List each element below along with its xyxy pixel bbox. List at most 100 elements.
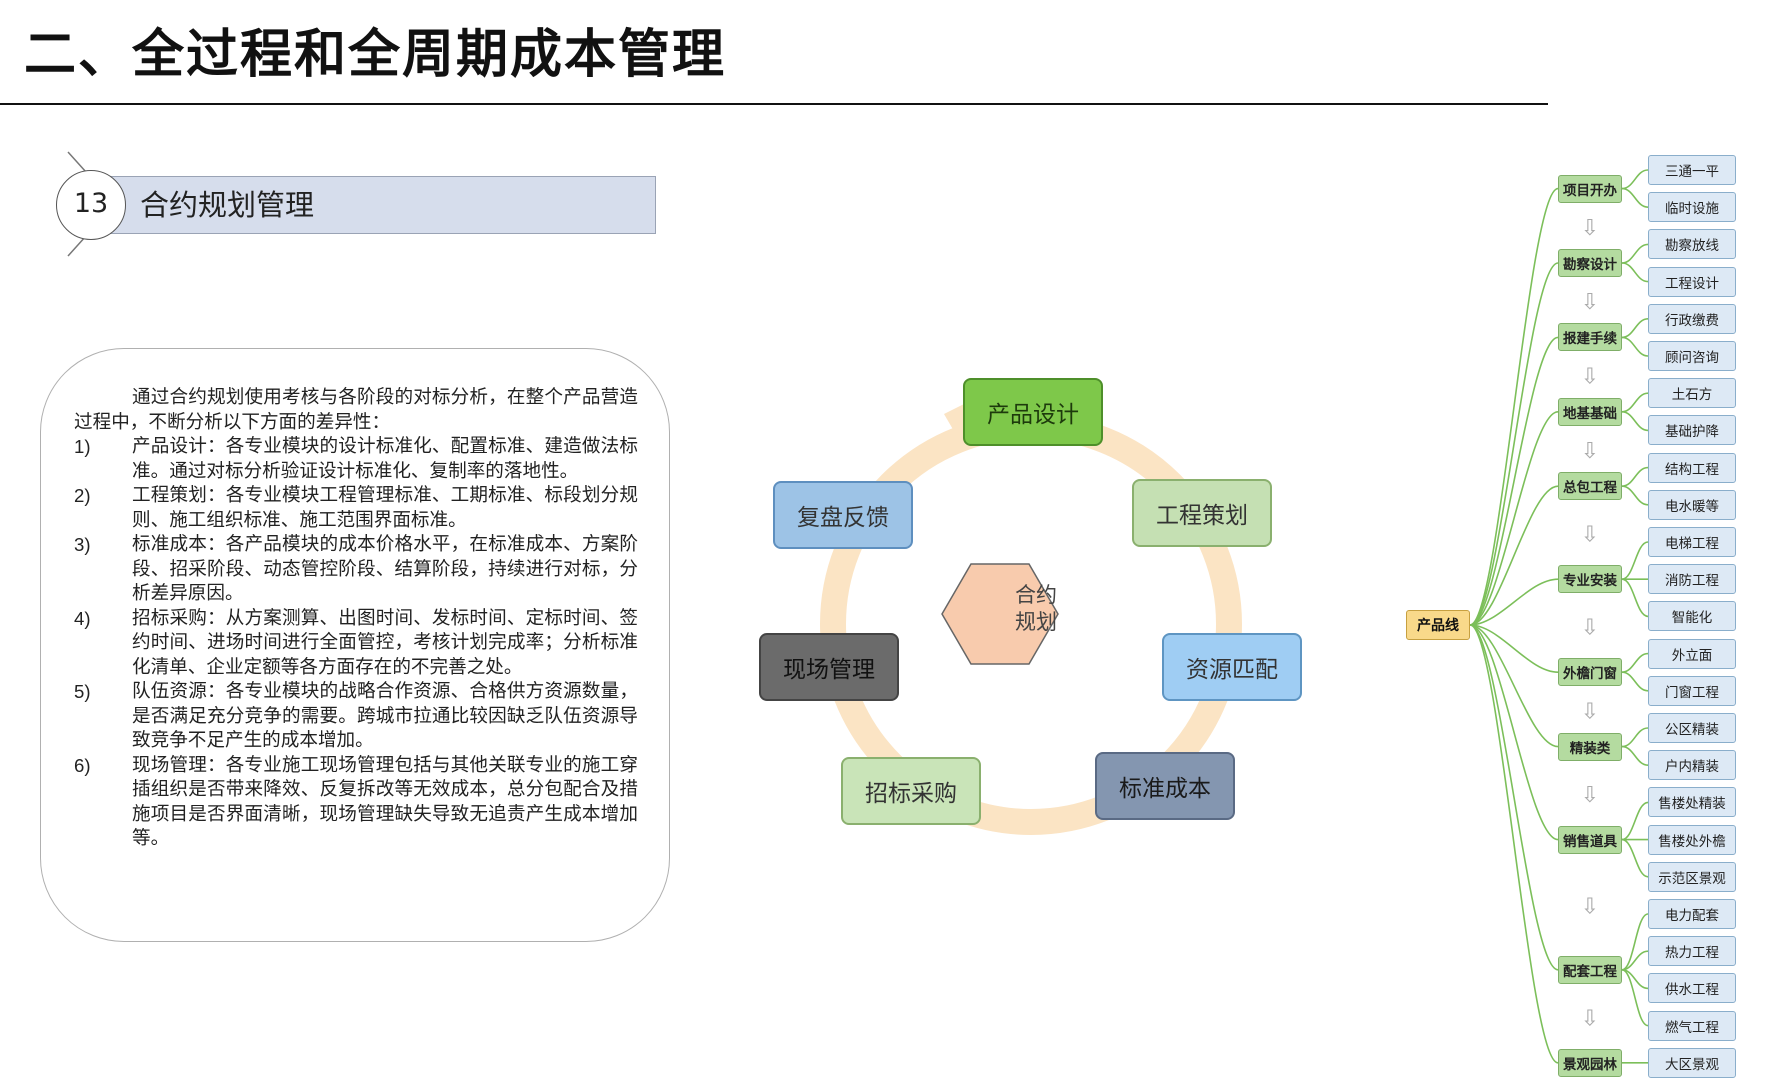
list-body: 招标采购：从方案测算、出图时间、发标时间、定标时间、签约时间、进场时间进行全面管… xyxy=(132,607,638,678)
list-body: 工程策划：各专业模块工程管理标准、工期标准、标段划分规则、施工组织标准、施工范围… xyxy=(132,485,638,531)
list-body: 标准成本：各产品模块的成本价格水平，在标准成本、方案阶段、招采阶段、动态管控阶段… xyxy=(132,534,638,604)
tree-root-connector xyxy=(1469,485,1559,626)
tree-root-connector xyxy=(1469,624,1559,673)
tree-category-node: 勘察设计 xyxy=(1558,249,1622,277)
tree-connector xyxy=(1621,466,1649,487)
tree-category-node: 销售道具 xyxy=(1558,825,1622,854)
tree-leaf-node: 土石方 xyxy=(1648,378,1736,409)
tree-leaf-node: 行政缴费 xyxy=(1648,303,1736,334)
tree-leaf-node: 结构工程 xyxy=(1648,452,1736,483)
tree-connector xyxy=(1621,727,1649,748)
down-arrow-icon: ⇩ xyxy=(1581,616,1599,641)
stage-resource-matching: 资源匹配 xyxy=(1162,633,1302,701)
tree-connector xyxy=(1621,485,1649,506)
tree-root-connector xyxy=(1469,624,1559,1064)
list-number: 2) xyxy=(74,485,91,506)
tree-leaf-node: 户内精装 xyxy=(1648,750,1736,781)
tree-leaf-node: 售楼处精装 xyxy=(1648,787,1736,818)
tree-leaf-node: 供水工程 xyxy=(1648,973,1736,1004)
list-item: 3) 标准成本：各产品模块的成本价格水平，在标准成本、方案阶段、招采阶段、动态管控… xyxy=(74,533,638,607)
tree-connector xyxy=(1621,838,1649,878)
tree-connector xyxy=(1621,969,1649,1027)
tree-leaf-node: 电水暖等 xyxy=(1648,489,1736,520)
tree-leaf-node: 顾问咨询 xyxy=(1648,341,1736,371)
tree-leaf-node: 电力配套 xyxy=(1648,899,1736,929)
tree-leaf-node: 公区精装 xyxy=(1648,713,1736,743)
tree-connector xyxy=(1621,745,1649,766)
tree-leaf-node: 售楼处外檐 xyxy=(1648,824,1736,855)
list-item: 1)产品设计：各专业模块的设计标准化、配置标准、建造做法标准。通过对标分析验证设… xyxy=(74,435,638,484)
tree-root-connector xyxy=(1469,411,1559,626)
list-item: 6) 现场管理：各专业施工现场管理包括与其他关联专业的施工穿插组织是否带来降效、反… xyxy=(74,754,638,852)
tree-root-connector xyxy=(1469,262,1559,626)
tree-connector xyxy=(1621,318,1649,339)
tree-leaf-node: 燃气工程 xyxy=(1648,1010,1736,1041)
page-title: 二、全过程和全周期成本管理 xyxy=(24,25,727,85)
down-arrow-icon: ⇩ xyxy=(1581,216,1599,241)
stage-label: 现场管理 xyxy=(783,657,875,683)
stage-label: 标准成本 xyxy=(1119,776,1211,802)
tree-leaf-node: 工程设计 xyxy=(1648,266,1736,297)
stage-engineering-planning: 工程策划 xyxy=(1132,479,1272,547)
tree-root-connector xyxy=(1469,578,1559,626)
down-arrow-icon: ⇩ xyxy=(1581,290,1599,315)
list-number: 3) xyxy=(74,534,91,555)
section-number-badge: 13 xyxy=(56,170,126,240)
stage-tender-procurement: 招标采购 xyxy=(841,757,981,825)
tree-connector xyxy=(1621,801,1649,841)
down-arrow-icon: ⇩ xyxy=(1581,365,1599,390)
tree-category-node: 景观园林 xyxy=(1558,1048,1622,1077)
tree-leaf-node: 示范区景观 xyxy=(1648,861,1736,892)
tree-root-connector xyxy=(1469,624,1559,748)
list-number: 6) xyxy=(74,754,91,776)
tree-root-connector xyxy=(1469,187,1559,626)
title-divider xyxy=(0,103,1548,105)
tree-leaf-node: 三通一平 xyxy=(1648,155,1736,185)
tree-leaf-node: 基础护降 xyxy=(1648,415,1736,446)
stage-product-design: 产品设计 xyxy=(963,378,1103,446)
tree-connector xyxy=(1621,169,1649,190)
center-label-line: 合约 xyxy=(1015,583,1057,607)
list-item: 5)队伍资源：各专业模块的战略合作资源、合格供方资源数量，是否满足充分竞争的需要… xyxy=(74,680,638,754)
down-arrow-icon: ⇩ xyxy=(1581,1006,1599,1031)
stage-standard-cost: 标准成本 xyxy=(1095,752,1235,820)
list-item: 4) 招标采购：从方案测算、出图时间、发标时间、定标时间、签约时间、进场时间进行全… xyxy=(74,607,638,681)
tree-category-node: 地基基础 xyxy=(1558,397,1622,426)
center-label: 合约 规划 xyxy=(996,582,1076,636)
center-hexagon xyxy=(941,563,1059,665)
tree-connector xyxy=(1621,262,1649,283)
down-arrow-icon: ⇩ xyxy=(1581,439,1599,464)
tree-leaf-node: 智能化 xyxy=(1648,601,1736,632)
intro-paragraph: 通过合约规划使用考核与各阶段的对标分析，在整个产品营造过程中，不断分析以下方面的… xyxy=(74,387,638,433)
list-body: 现场管理：各专业施工现场管理包括与其他关联专业的施工穿插组织是否带来降效、反复拆… xyxy=(132,754,638,850)
stage-label: 复盘反馈 xyxy=(797,505,889,531)
down-arrow-icon: ⇩ xyxy=(1581,523,1599,548)
list-number: 5) xyxy=(74,681,91,702)
down-arrow-icon: ⇩ xyxy=(1581,783,1599,808)
tree-leaf-node: 电梯工程 xyxy=(1648,527,1736,557)
stage-label: 招标采购 xyxy=(865,781,957,807)
section-title: 合约规划管理 xyxy=(140,188,315,222)
stage-site-management: 现场管理 xyxy=(759,633,899,701)
stage-label: 资源匹配 xyxy=(1186,657,1278,683)
tree-leaf-node: 外立面 xyxy=(1648,638,1736,669)
down-arrow-icon: ⇩ xyxy=(1581,699,1599,724)
tree-root-connector xyxy=(1469,624,1559,971)
tree-connector xyxy=(1621,336,1649,357)
list-number: 4) xyxy=(74,607,91,629)
tree-leaf-node: 热力工程 xyxy=(1648,936,1736,967)
section-bracket-icon xyxy=(67,151,87,257)
tree-category-node: 总包工程 xyxy=(1558,472,1622,501)
description-panel xyxy=(40,348,670,942)
tree-connector xyxy=(1621,541,1649,580)
tree-root-connector xyxy=(1469,336,1559,626)
tree-connector xyxy=(1621,950,1649,971)
tree-connector xyxy=(1621,392,1649,413)
list-number: 1) xyxy=(74,436,91,457)
tree-category-node: 项目开办 xyxy=(1558,174,1622,203)
tree-category-node: 专业安装 xyxy=(1558,565,1622,594)
tree-leaf-node: 消防工程 xyxy=(1648,564,1736,595)
tree-root-node: 产品线 xyxy=(1406,610,1470,640)
tree-leaf-node: 大区景观 xyxy=(1648,1047,1736,1078)
